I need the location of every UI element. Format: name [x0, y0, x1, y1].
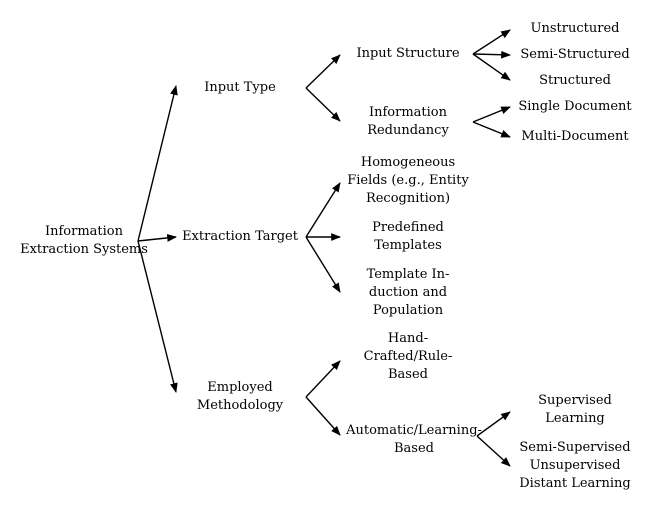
- node-line: Hand-: [387, 331, 429, 346]
- node-line: Recognition): [365, 191, 451, 206]
- node-line: Multi-Document: [521, 129, 629, 144]
- node-input-structure: Input Structure: [356, 45, 459, 63]
- node-information-extraction-systems: Information Extraction Systems: [20, 223, 148, 259]
- node-automatic-learning-based: Automatic/Learning- Based: [346, 422, 482, 458]
- node-structured: Structured: [539, 72, 611, 90]
- node-line: Methodology: [196, 398, 284, 413]
- node-line: Information: [44, 224, 124, 239]
- edge-arrow-root-to-employed-methodology: [137, 240, 178, 393]
- node-line: Redundancy: [367, 123, 449, 138]
- node-line: Structured: [539, 73, 611, 88]
- node-line: Distant Learning: [519, 476, 631, 491]
- node-line: Extraction Systems: [20, 242, 148, 257]
- node-line: Homogeneous: [360, 155, 456, 170]
- edge-arrow-information-redundancy-to-multi-document: [472, 121, 511, 138]
- node-line: Information: [368, 105, 448, 120]
- node-line: Predefined: [372, 220, 444, 235]
- node-line: Unstructured: [530, 21, 620, 36]
- node-hand-crafted-rule-based: Hand- Crafted/Rule- Based: [364, 330, 453, 384]
- node-predefined-templates: Predefined Templates: [372, 219, 444, 255]
- edge-arrow-input-structure-to-structured: [472, 53, 511, 81]
- node-line: Fields (e.g., Entity: [347, 173, 469, 188]
- edge-arrow-extraction-target-to-homogeneous-fields: [305, 182, 341, 238]
- node-line: Unsupervised: [529, 458, 621, 473]
- edge-arrow-root-to-extraction-target: [137, 234, 177, 242]
- edge-arrow-input-structure-to-unstructured: [472, 29, 511, 55]
- node-multi-document: Multi-Document: [521, 128, 628, 146]
- edge-arrow-extraction-target-to-template-induction: [305, 236, 341, 293]
- node-line: Automatic/Learning-: [346, 423, 482, 438]
- node-line: Population: [372, 303, 444, 318]
- edge-arrow-automatic-learning-to-semi-supervised: [476, 435, 511, 467]
- node-unstructured: Unstructured: [531, 20, 620, 38]
- node-line: Supervised: [538, 393, 612, 408]
- node-line: Based: [388, 367, 428, 382]
- edge-arrow-input-type-to-input-structure: [305, 54, 341, 89]
- node-semi-structured: Semi-Structured: [520, 46, 629, 64]
- node-line: Based: [394, 441, 434, 456]
- edge-arrow-root-to-input-type: [137, 85, 178, 242]
- node-template-induction: Template In- duction and Population: [367, 266, 450, 320]
- node-semi-supervised-unsupervised-distant: Semi-Supervised Unsupervised Distant Lea…: [519, 439, 630, 493]
- node-employed-methodology: Employed Methodology: [197, 379, 283, 415]
- node-input-type: Input Type: [204, 79, 276, 97]
- node-information-redundancy: Information Redundancy: [367, 104, 449, 140]
- node-line: Template In-: [366, 267, 450, 282]
- node-supervised-learning: Supervised Learning: [538, 392, 612, 428]
- node-line: Input Structure: [356, 46, 460, 61]
- edge-arrow-employed-methodology-to-hand-crafted: [305, 360, 341, 398]
- edge-arrow-information-redundancy-to-single-document: [472, 106, 511, 123]
- node-line: Single Document: [518, 99, 632, 114]
- node-extraction-target: Extraction Target: [182, 228, 298, 246]
- node-line: Semi-Structured: [520, 47, 630, 62]
- node-line: Extraction Target: [182, 229, 298, 244]
- node-line: Semi-Supervised: [519, 440, 631, 455]
- node-single-document: Single Document: [518, 98, 631, 116]
- node-homogeneous-fields: Homogeneous Fields (e.g., Entity Recogni…: [347, 154, 469, 208]
- node-line: Learning: [545, 411, 605, 426]
- node-line: Templates: [374, 238, 442, 253]
- edge-arrow-input-type-to-information-redundancy: [305, 87, 341, 122]
- edge-arrow-input-structure-to-semi-structured: [472, 50, 511, 59]
- edge-arrow-employed-methodology-to-automatic-learning: [305, 396, 341, 436]
- node-line: Employed: [207, 380, 273, 395]
- edge-arrow-automatic-learning-to-supervised: [476, 411, 511, 437]
- node-line: Input Type: [204, 80, 276, 95]
- node-line: duction and: [368, 285, 448, 300]
- node-line: Crafted/Rule-: [363, 349, 453, 364]
